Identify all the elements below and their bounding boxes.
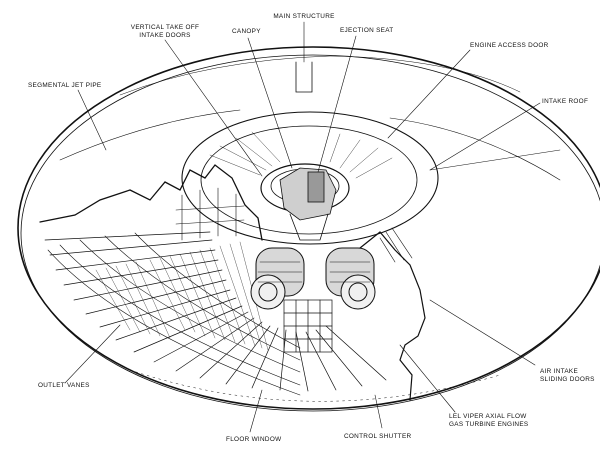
label-engines-line1: LEL VIPER AXIAL FLOW <box>449 413 527 420</box>
label-air-intake: AIR INTAKE SLIDING DOORS <box>540 368 595 383</box>
label-vertical-takeoff-line2: INTAKE DOORS <box>139 31 191 39</box>
interior-frames <box>175 187 413 263</box>
outer-rim <box>17 46 600 410</box>
engine-right <box>325 247 376 310</box>
main-structure-fin <box>295 61 313 93</box>
label-engines-line2: GAS TURBINE ENGINES <box>449 420 529 428</box>
label-air-intake-line2: SLIDING DOORS <box>540 375 595 383</box>
rim-step <box>119 55 521 96</box>
label-main-structure: MAIN STRUCTURE <box>273 13 335 20</box>
intake-ribs <box>209 131 393 179</box>
cutaway-edge <box>39 164 263 241</box>
label-ejection-seat: EJECTION SEAT <box>340 27 394 34</box>
label-outlet-vanes: OUTLET VANES <box>38 382 90 389</box>
cutaway-edge <box>359 231 426 401</box>
label-floor-window: FLOOR WINDOW <box>226 436 282 443</box>
label-canopy: CANOPY <box>232 28 261 35</box>
label-engine-access-door: ENGINE ACCESS DOOR <box>470 42 549 49</box>
floor-window <box>283 299 333 353</box>
panel-seam <box>429 149 561 171</box>
engine-left <box>250 247 305 310</box>
label-vertical-takeoff-line1: VERTICAL TAKE OFF <box>130 24 200 31</box>
label-engines: LEL VIPER AXIAL FLOW GAS TURBINE ENGINES <box>449 413 528 428</box>
label-segmental-jet-pipe: SEGMENTAL JET PIPE <box>28 82 102 89</box>
outlet-vanes <box>47 232 301 396</box>
outer-rim-lip <box>20 54 600 412</box>
vane-hatching <box>95 241 269 351</box>
label-air-intake-line1: AIR INTAKE <box>540 368 579 375</box>
rim-bolts <box>129 369 501 402</box>
label-vertical-takeoff: VERTICAL TAKE OFF INTAKE DOORS <box>120 24 210 39</box>
label-intake-roof: INTAKE ROOF <box>542 98 589 105</box>
inner-intake-ring <box>200 125 418 235</box>
panel-seam <box>59 109 241 161</box>
label-control-shutter: CONTROL SHUTTER <box>344 433 412 440</box>
cockpit <box>279 167 337 241</box>
intake-ring <box>181 111 439 245</box>
panel-seam <box>389 117 561 181</box>
leader-lines <box>64 21 541 433</box>
